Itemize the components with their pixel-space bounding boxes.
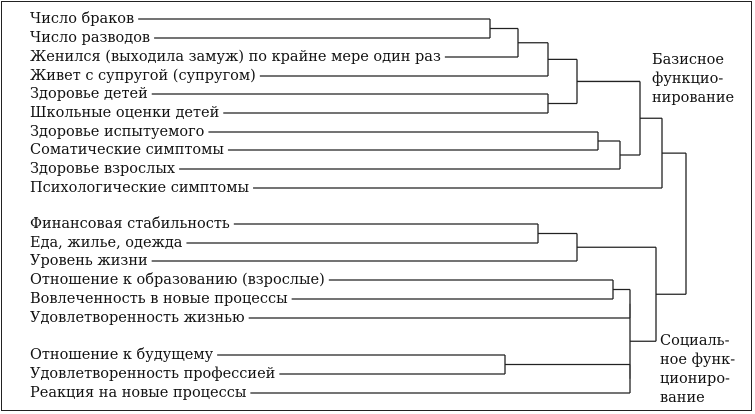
item-label-10: Финансовая стабильность <box>30 216 230 232</box>
item-label-13: Отношение к образованию (взрослые) <box>30 272 325 288</box>
item-label-18: Реакция на новые процессы <box>30 385 247 401</box>
item-label-6: Здоровье испытуемого <box>30 124 204 140</box>
item-label-14: Вовлеченность в новые процессы <box>30 291 288 307</box>
item-label-5: Школьные оценки детей <box>30 105 219 121</box>
item-label-9: Психологические симптомы <box>30 180 250 196</box>
item-label-3: Живет с супругой (супругом) <box>30 68 256 84</box>
item-label-0: Число браков <box>30 11 134 27</box>
group-basic-line-1: функцио- <box>652 71 723 87</box>
item-label-16: Отношение к будущему <box>30 347 214 363</box>
group-basic-line-0: Базисное <box>652 52 724 68</box>
item-label-11: Еда, жилье, одежда <box>30 235 183 251</box>
dendrogram-labels: Число браков Число разводов Женился (вых… <box>30 11 735 406</box>
item-label-7: Соматические симптомы <box>30 142 224 158</box>
group-social-line-1: ное функ- <box>660 352 735 368</box>
group-social-line-3: вание <box>660 390 705 406</box>
item-label-4: Здоровье детей <box>30 86 148 102</box>
item-label-12: Уровень жизни <box>30 253 148 269</box>
group-basic-line-2: нирование <box>652 90 734 106</box>
group-social-line-2: циониро- <box>660 371 730 387</box>
item-label-17: Удовлетворенность профессией <box>30 366 275 382</box>
item-label-2: Женился (выходила замуж) по крайне мере … <box>30 49 441 65</box>
item-label-8: Здоровье взрослых <box>30 161 175 177</box>
group-social-line-0: Социаль- <box>660 333 730 349</box>
item-label-15: Удовлетворенность жизнью <box>30 310 245 326</box>
dendrogram-links <box>138 18 687 394</box>
item-label-1: Число разводов <box>30 30 150 46</box>
